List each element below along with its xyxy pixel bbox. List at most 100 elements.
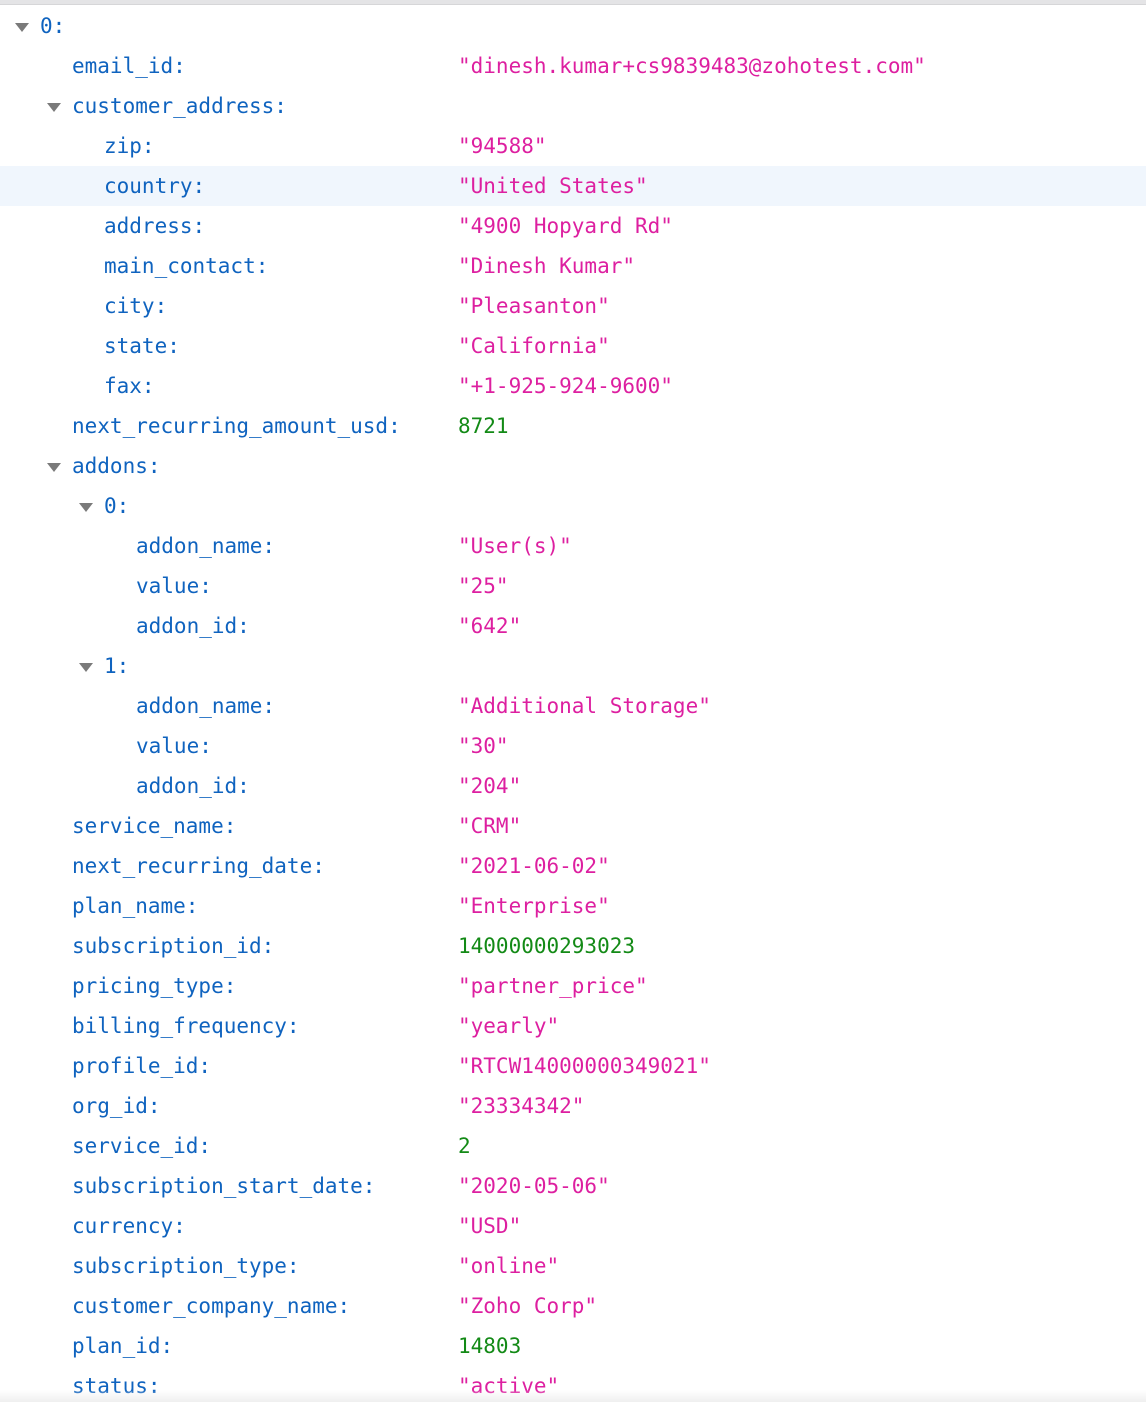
property-key: currency: xyxy=(72,1214,186,1238)
property-key: pricing_type: xyxy=(72,974,237,998)
string-value: "Zoho Corp" xyxy=(458,1294,598,1318)
property-row[interactable]: next_recurring_amount_usd: 8721 xyxy=(0,406,1146,446)
property-key: plan_name: xyxy=(72,894,199,918)
property-row[interactable]: state:"California" xyxy=(0,326,1146,366)
property-row[interactable]: currency: "USD" xyxy=(0,1206,1146,1246)
property-key: value: xyxy=(136,734,212,758)
property-key: 1: xyxy=(104,654,130,678)
string-value: "RTCW14000000349021" xyxy=(458,1054,711,1078)
property-key: main_contact: xyxy=(104,254,269,278)
property-row[interactable]: value: "25" xyxy=(0,566,1146,606)
triangle-down-icon[interactable] xyxy=(76,486,96,526)
property-key: addon_id: xyxy=(136,614,250,638)
property-key: 0: xyxy=(104,494,130,518)
property-key: next_recurring_amount_usd: xyxy=(72,414,401,438)
string-value: "30" xyxy=(458,734,509,758)
tree-node-row[interactable]: addons: xyxy=(0,446,1146,486)
property-row[interactable]: billing_frequency: "yearly" xyxy=(0,1006,1146,1046)
number-value: 2 xyxy=(458,1134,471,1158)
property-key: customer_company_name: xyxy=(72,1294,351,1318)
string-value: "2021-06-02" xyxy=(458,854,610,878)
property-key: addon_id: xyxy=(136,774,250,798)
property-row[interactable]: main_contact: "Dinesh Kumar" xyxy=(0,246,1146,286)
property-row[interactable]: city: "Pleasanton" xyxy=(0,286,1146,326)
property-key: 0: xyxy=(40,14,66,38)
string-value: "Enterprise" xyxy=(458,894,610,918)
string-value: "25" xyxy=(458,574,509,598)
triangle-down-icon[interactable] xyxy=(44,446,64,486)
property-key: addon_name: xyxy=(136,694,276,718)
property-key: fax: xyxy=(104,374,155,398)
number-value: 14803 xyxy=(458,1334,522,1358)
string-value: "642" xyxy=(458,614,522,638)
top-divider xyxy=(0,0,1146,5)
property-key: city: xyxy=(104,294,168,318)
property-key: org_id: xyxy=(72,1094,161,1118)
property-key: email_id: xyxy=(72,54,186,78)
property-row[interactable]: plan_id: 14803 xyxy=(0,1326,1146,1366)
property-row[interactable]: addon_name:"User(s)" xyxy=(0,526,1146,566)
string-value: "United States" xyxy=(458,174,648,198)
string-value: "yearly" xyxy=(458,1014,560,1038)
property-row[interactable]: customer_company_name: "Zoho Corp" xyxy=(0,1286,1146,1326)
property-row[interactable]: profile_id: "RTCW14000000349021" xyxy=(0,1046,1146,1086)
string-value: "94588" xyxy=(458,134,547,158)
string-value: "23334342" xyxy=(458,1094,585,1118)
string-value: "dinesh.kumar+cs9839483@zohotest.com" xyxy=(458,54,926,78)
property-row[interactable]: email_id: "dinesh.kumar+cs9839483@zohotes… xyxy=(0,46,1146,86)
property-row[interactable]: service_id: 2 xyxy=(0,1126,1146,1166)
string-value: "Pleasanton" xyxy=(458,294,610,318)
property-row[interactable]: zip: "94588" xyxy=(0,126,1146,166)
property-key: customer_address: xyxy=(72,94,287,118)
property-row[interactable]: org_id: "23334342" xyxy=(0,1086,1146,1126)
property-row[interactable]: plan_name: "Enterprise" xyxy=(0,886,1146,926)
string-value: "partner_price" xyxy=(458,974,648,998)
tree-node-row[interactable]: 0: xyxy=(0,486,1146,526)
property-row[interactable]: subscription_id: 14000000293023 xyxy=(0,926,1146,966)
property-key: zip: xyxy=(104,134,155,158)
property-key: address: xyxy=(104,214,206,238)
property-row[interactable]: pricing_type: "partner_price" xyxy=(0,966,1146,1006)
property-key: addons: xyxy=(72,454,161,478)
property-row[interactable]: subscription_type:"online" xyxy=(0,1246,1146,1286)
triangle-down-icon[interactable] xyxy=(12,6,32,46)
property-key: subscription_start_date: xyxy=(72,1174,376,1198)
number-value: 8721 xyxy=(458,414,509,438)
property-row[interactable]: next_recurring_date:"2021-06-02" xyxy=(0,846,1146,886)
property-key: service_id: xyxy=(72,1134,212,1158)
string-value: "Dinesh Kumar" xyxy=(458,254,636,278)
property-row[interactable]: addon_id: "642" xyxy=(0,606,1146,646)
string-value: "4900 Hopyard Rd" xyxy=(458,214,673,238)
triangle-down-icon[interactable] xyxy=(44,86,64,126)
property-key: addon_name: xyxy=(136,534,276,558)
string-value: "online" xyxy=(458,1254,560,1278)
tree-node-row[interactable]: 0: xyxy=(0,6,1146,46)
property-row[interactable]: address: "4900 Hopyard Rd" xyxy=(0,206,1146,246)
property-row[interactable]: addon_name: "Additional Storage" xyxy=(0,686,1146,726)
property-key: service_name: xyxy=(72,814,237,838)
string-value: "Additional Storage" xyxy=(458,694,711,718)
tree-node-row[interactable]: customer_address: xyxy=(0,86,1146,126)
string-value: "CRM" xyxy=(458,814,522,838)
string-value: "204" xyxy=(458,774,522,798)
triangle-down-icon[interactable] xyxy=(76,646,96,686)
number-value: 14000000293023 xyxy=(458,934,636,958)
property-key: value: xyxy=(136,574,212,598)
tree-node-row[interactable]: 1: xyxy=(0,646,1146,686)
property-key: state: xyxy=(104,334,180,358)
string-value: "+1-925-924-9600" xyxy=(458,374,673,398)
property-row[interactable]: addon_id: "204" xyxy=(0,766,1146,806)
property-row[interactable]: fax: "+1-925-924-9600" xyxy=(0,366,1146,406)
property-key: plan_id: xyxy=(72,1334,174,1358)
string-value: "USD" xyxy=(458,1214,522,1238)
property-row[interactable]: service_name: "CRM" xyxy=(0,806,1146,846)
property-key: country: xyxy=(104,174,206,198)
bottom-fade xyxy=(0,1390,1146,1402)
property-row[interactable]: value: "30" xyxy=(0,726,1146,766)
property-row[interactable]: country: "United States" xyxy=(0,166,1146,206)
property-row[interactable]: subscription_start_date:"2020-05-06" xyxy=(0,1166,1146,1206)
property-key: billing_frequency: xyxy=(72,1014,300,1038)
property-key: profile_id: xyxy=(72,1054,212,1078)
property-key: subscription_id: xyxy=(72,934,275,958)
